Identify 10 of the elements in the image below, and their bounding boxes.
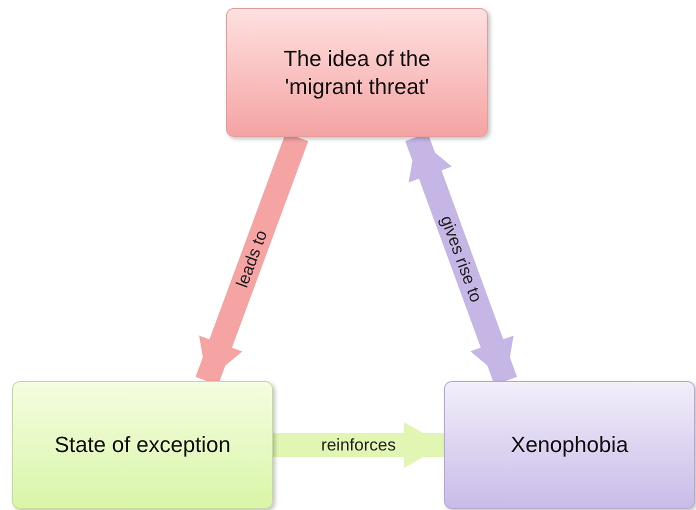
rounded-box <box>444 381 695 509</box>
edge-label: leads to <box>231 226 272 292</box>
edge-label: reinforces <box>321 434 396 456</box>
box-text: The idea of the 'migrant threat' <box>282 45 432 100</box>
edge-label: gives rise to <box>436 212 487 306</box>
box-text: Xenophobia <box>510 431 628 459</box>
rounded-box <box>226 8 488 137</box>
rounded-box <box>12 381 273 509</box>
box-text: State of exception <box>54 431 231 459</box>
block-arrow <box>273 422 444 468</box>
